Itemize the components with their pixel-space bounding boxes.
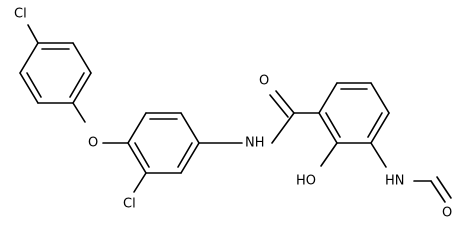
bond-c-o-double <box>430 180 446 203</box>
bond <box>370 112 390 144</box>
double-bond-inner <box>177 142 193 168</box>
bond-n-c <box>271 112 295 144</box>
atom-nh-formamide: HN <box>385 174 405 189</box>
atom-cl-lower: Cl <box>123 197 136 212</box>
atom-o-ether: O <box>88 136 98 151</box>
bond <box>19 42 39 74</box>
atom-o-formyl: O <box>442 206 452 221</box>
bond <box>72 72 92 104</box>
bond-c-cl <box>27 24 39 44</box>
double-bond-inner <box>134 142 150 168</box>
bond-c-oh <box>320 142 338 167</box>
bond-c-o-double <box>275 90 295 114</box>
bond-c-o-double <box>269 94 289 118</box>
chemical-structure-diagram: Cl O NH Cl O HO HN O <box>14 7 452 221</box>
bond <box>180 142 200 174</box>
ring-salicyl <box>318 82 390 144</box>
double-bond-inner <box>69 72 85 98</box>
bond <box>127 112 147 144</box>
double-bond-inner <box>367 112 383 138</box>
ring-central-phenyl <box>127 112 200 174</box>
double-bond-inner <box>26 72 42 98</box>
bond-c-cl <box>133 172 147 193</box>
bond <box>19 72 39 104</box>
bond-c-o <box>72 102 86 123</box>
atom-nh-amide: NH <box>245 136 265 151</box>
bond-c-n <box>370 142 387 168</box>
bond <box>318 82 338 114</box>
bond <box>370 82 390 114</box>
bond <box>318 112 338 144</box>
ring-chlorophenyl <box>19 42 92 104</box>
atom-oh-hydroxyl: HO <box>296 174 316 189</box>
atom-o-carbonyl: O <box>259 74 269 89</box>
bond <box>180 112 200 144</box>
structure-canvas: Cl O NH Cl O HO HN O <box>14 7 452 221</box>
bond-c-o-double <box>436 176 452 199</box>
atom-cl-top: Cl <box>14 7 27 22</box>
bond <box>72 42 92 74</box>
bond <box>127 142 147 174</box>
double-bond-inner <box>325 112 341 138</box>
